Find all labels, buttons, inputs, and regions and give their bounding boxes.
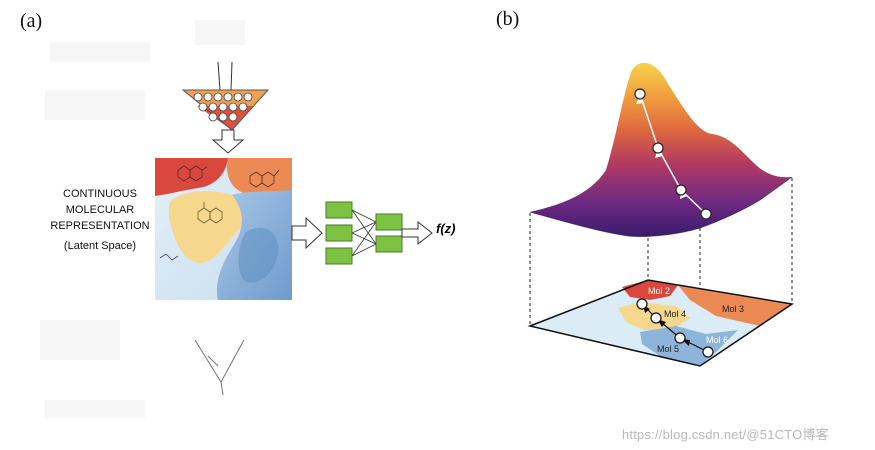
latent-title-line-2: MOLECULAR — [65, 204, 135, 216]
latent-space-title: CONTINUOUS MOLECULAR REPRESENTATION (Lat… — [40, 186, 160, 254]
decoder-sketch — [194, 339, 245, 396]
input-line-left — [217, 61, 221, 91]
network-node — [325, 224, 353, 242]
latent-subtitle: (Latent Space) — [63, 240, 137, 252]
latent-space-map — [155, 158, 292, 300]
network-node — [325, 247, 353, 265]
surface-point — [700, 208, 712, 220]
plane-point — [650, 312, 662, 324]
plane-point — [702, 346, 714, 358]
plane-point — [636, 298, 648, 310]
property-network — [325, 201, 433, 265]
mol-2-label: Mol 2 — [648, 286, 670, 296]
surface-point — [652, 142, 664, 154]
network-node — [375, 213, 403, 231]
latent-to-network-arrow — [291, 216, 323, 250]
input-line-right — [230, 61, 233, 91]
latent-title-line-3: REPRESENTATION — [50, 220, 150, 232]
mol-5-label: Mol 5 — [657, 344, 679, 354]
network-output-arrow — [401, 220, 433, 246]
network-node — [325, 201, 353, 219]
encoder-down-arrow — [211, 129, 245, 154]
panel-b-label: (b) — [496, 8, 520, 30]
panel-a-diagram — [155, 61, 433, 396]
network-node — [375, 235, 403, 253]
mol-3-label: Mol 3 — [722, 304, 744, 314]
mol-6-label: Mol 6 — [706, 335, 728, 345]
latent-plane: Mol 2 Mol 3 Mol 4 Mol 5 Mol 6 — [527, 279, 794, 367]
panel-a-label: (a) — [20, 10, 43, 32]
output-function-label: f(z) — [436, 221, 456, 236]
surface-point — [634, 88, 646, 100]
latent-title-line-1: CONTINUOUS — [63, 188, 137, 200]
watermark: https://blog.csdn.net/@51CTO博客 — [622, 427, 829, 442]
optimization-path-surface — [634, 88, 712, 220]
plane-point — [674, 332, 686, 344]
mol-4-label: Mol 4 — [664, 309, 686, 319]
encoder-funnel — [181, 89, 270, 131]
surface-point — [675, 184, 687, 196]
